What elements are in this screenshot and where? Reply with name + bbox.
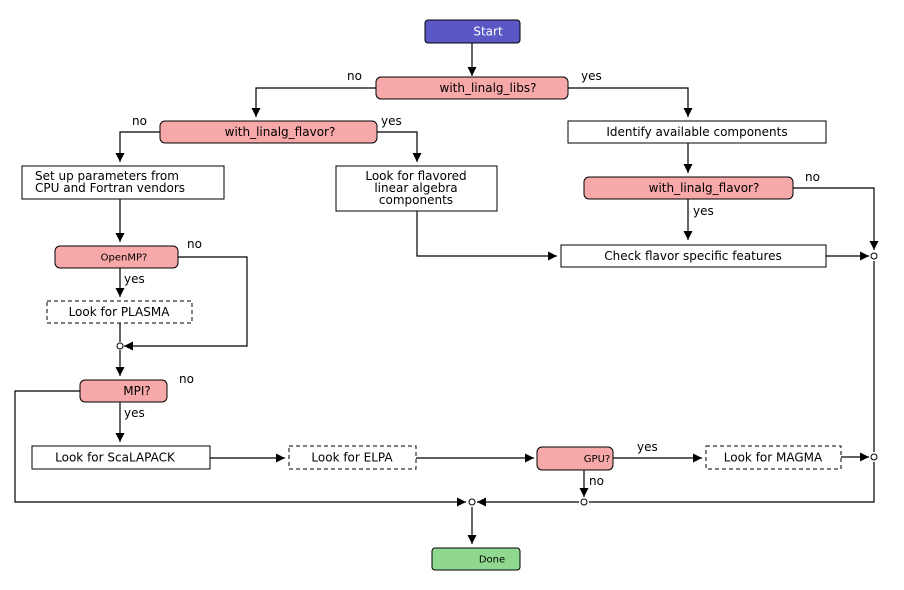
node-look-flavored-line3: components <box>379 193 453 207</box>
node-look-elpa: Look for ELPA <box>288 445 417 470</box>
label-gpu-yes: yes <box>637 440 658 454</box>
node-setup-params-line2: CPU and Fortran vendors <box>35 181 185 195</box>
node-with-linalg-flavor-right: with_linalg_flavor? <box>583 176 794 200</box>
label-flavor-left-no: no <box>132 114 147 128</box>
node-check-flavor-label: Check flavor specific features <box>604 249 782 263</box>
node-openmp: OpenMP? <box>54 245 179 269</box>
edge-openmp-no <box>124 256 248 351</box>
node-look-magma-label: Look for MAGMA <box>724 451 823 465</box>
edge-labels: no yes no yes no yes no yes no yes yes n… <box>124 69 820 488</box>
label-flavor-right-no: no <box>805 170 820 184</box>
edge-flavor-left-yes <box>377 131 422 162</box>
junction-check <box>870 252 878 260</box>
node-look-flavored-line2: linear algebra <box>374 181 457 195</box>
label-mpi-yes: yes <box>124 406 145 420</box>
node-look-flavored-line1: Look for flavored <box>365 169 466 183</box>
edge-libs-no <box>251 87 376 117</box>
edge-junction-right-to-bottom <box>589 462 875 503</box>
junction-gpu-no <box>580 498 588 506</box>
node-done-label: Done <box>479 555 505 566</box>
node-gpu: GPU? <box>536 446 614 471</box>
node-with-linalg-flavor-right-label: with_linalg_flavor? <box>649 181 760 195</box>
node-look-flavored: Look for flavored linear algebra compone… <box>335 165 498 212</box>
node-openmp-label: OpenMP? <box>101 253 148 264</box>
node-mpi-label: MPI? <box>123 384 151 398</box>
label-gpu-no: no <box>589 474 604 488</box>
junction-openmp <box>116 342 124 350</box>
node-with-linalg-libs: with_linalg_libs? <box>375 76 569 100</box>
edge-libs-yes <box>568 87 693 117</box>
junctions <box>116 252 878 506</box>
node-look-plasma: Look for PLASMA <box>46 300 193 324</box>
label-mpi-no: no <box>179 372 194 386</box>
node-check-flavor: Check flavor specific features <box>560 244 827 268</box>
label-flavor-left-yes: yes <box>381 114 402 128</box>
node-start: Start <box>424 19 521 44</box>
node-setup-params: Set up parameters from CPU and Fortran v… <box>21 165 225 200</box>
node-look-plasma-label: Look for PLASMA <box>69 305 171 319</box>
label-openmp-no: no <box>187 237 202 251</box>
label-openmp-yes: yes <box>124 272 145 286</box>
label-flavor-right-yes: yes <box>693 204 714 218</box>
node-with-linalg-flavor-left: with_linalg_flavor? <box>159 120 378 144</box>
node-done: Done <box>431 547 521 571</box>
node-look-scalapack-label: Look for ScaLAPACK <box>55 451 176 465</box>
edge-flavor-right-no <box>793 187 879 250</box>
label-libs-yes: yes <box>581 69 602 83</box>
junction-magma <box>870 453 878 461</box>
edge-mpi-no <box>14 390 466 507</box>
edge-flavor-left-no <box>115 131 160 162</box>
node-mpi: MPI? <box>79 379 168 403</box>
node-with-linalg-libs-label: with_linalg_libs? <box>440 81 537 95</box>
edges <box>14 43 879 544</box>
node-start-label: Start <box>473 25 503 39</box>
node-setup-params-line1: Set up parameters from <box>35 169 179 183</box>
label-libs-no: no <box>347 69 362 83</box>
node-look-elpa-label: Look for ELPA <box>311 451 393 465</box>
edge-flavored-to-check <box>416 211 557 261</box>
node-gpu-label: GPU? <box>584 454 610 465</box>
node-identify-components-label: Identify available components <box>606 125 787 139</box>
node-with-linalg-flavor-left-label: with_linalg_flavor? <box>225 125 336 139</box>
junction-merge <box>468 498 476 506</box>
node-look-scalapack: Look for ScaLAPACK <box>31 445 211 470</box>
node-identify-components: Identify available components <box>567 120 827 144</box>
node-look-magma: Look for MAGMA <box>705 445 842 470</box>
